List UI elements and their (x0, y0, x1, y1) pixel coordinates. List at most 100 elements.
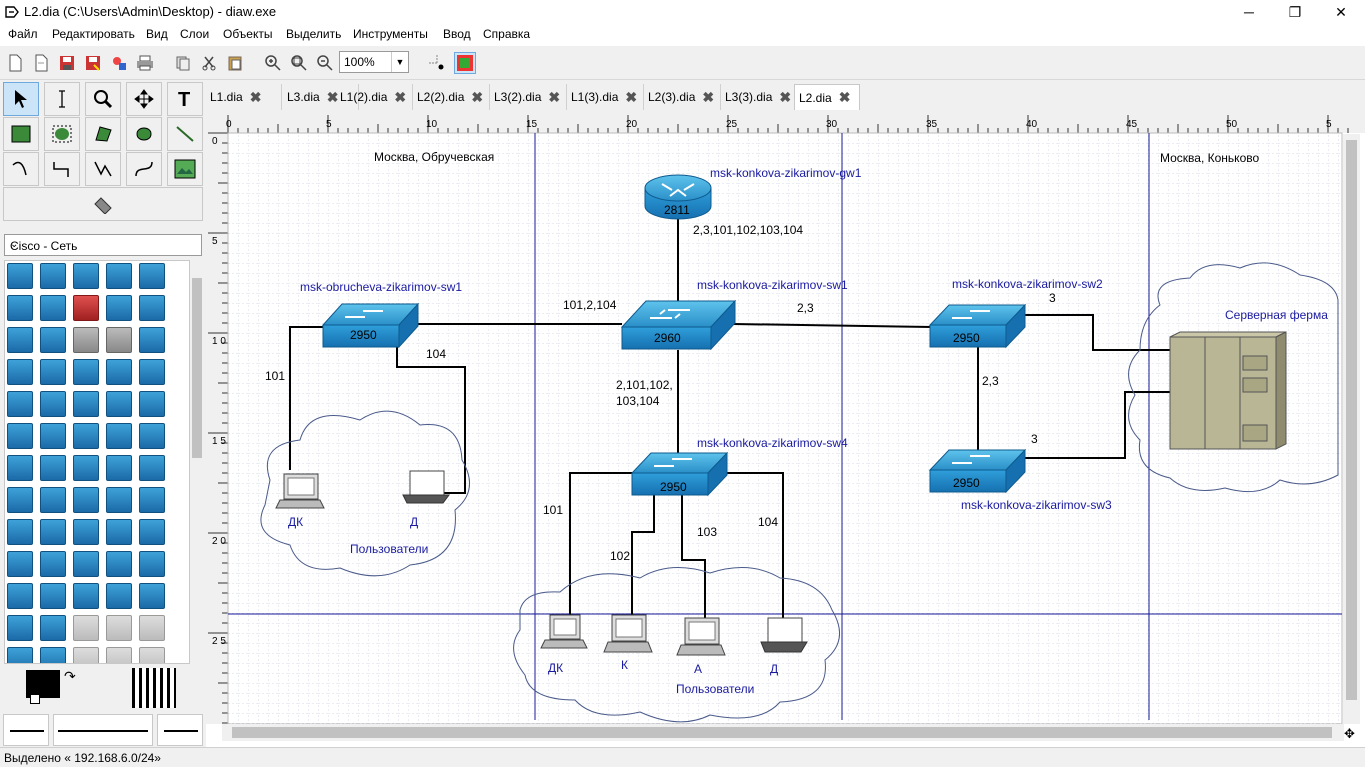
copy-icon[interactable] (172, 52, 194, 74)
palette-shape-icon[interactable] (7, 647, 33, 663)
pc-k[interactable] (603, 614, 653, 653)
zoom-fit-icon[interactable] (288, 52, 310, 74)
palette-shape-icon[interactable] (7, 519, 33, 545)
text-edit-tool[interactable] (44, 82, 80, 116)
menu-objects[interactable]: Объекты (223, 27, 273, 41)
close-tab-icon[interactable]: ✖ (249, 88, 262, 105)
switch-sw1[interactable]: 2960 (620, 299, 737, 351)
tab-l1[interactable]: L1.dia✖ (206, 84, 282, 110)
save-icon[interactable] (56, 52, 78, 74)
palette-shape-icon[interactable] (73, 359, 99, 385)
palette-shape-icon[interactable] (73, 391, 99, 417)
background-color[interactable] (30, 694, 40, 704)
beziergon-tool[interactable] (126, 117, 162, 151)
palette-shape-icon[interactable] (7, 615, 33, 641)
palette-shape-icon[interactable] (106, 615, 132, 641)
sheet-select[interactable]: Cisco - Сеть⌄ (4, 234, 202, 256)
print-icon[interactable] (134, 52, 156, 74)
palette-shape-icon[interactable] (7, 327, 33, 353)
new-diagram-icon[interactable] (30, 52, 52, 74)
tab-l3-2[interactable]: L3(2).dia✖ (490, 84, 567, 110)
tab-l1-2[interactable]: L1(2).dia✖ (336, 84, 413, 110)
palette-shape-icon[interactable] (139, 551, 165, 577)
palette-shape-icon[interactable] (106, 487, 132, 513)
polygon-tool[interactable] (85, 117, 121, 151)
switch-sw3[interactable]: 2950 (928, 448, 1027, 494)
palette-shape-icon[interactable] (139, 327, 165, 353)
close-tab-icon[interactable]: ✖ (326, 88, 339, 105)
line-tool[interactable] (167, 117, 203, 151)
palette-shape-icon[interactable] (73, 583, 99, 609)
zoom-out-icon[interactable] (314, 52, 336, 74)
tab-l3-3[interactable]: L3(3).dia✖ (721, 84, 798, 110)
palette-scrollbar[interactable] (190, 260, 204, 664)
swap-colors-icon[interactable]: ↷ (64, 668, 76, 684)
paste-icon[interactable] (224, 52, 246, 74)
tab-l2-2[interactable]: L2(2).dia✖ (413, 84, 490, 110)
menu-help[interactable]: Справка (483, 27, 531, 41)
palette-shape-icon[interactable] (139, 263, 165, 289)
menu-edit[interactable]: Редактировать (52, 27, 135, 41)
palette-shape-icon[interactable] (7, 487, 33, 513)
palette-shape-icon[interactable] (106, 583, 132, 609)
palette-shape-icon[interactable] (7, 359, 33, 385)
palette-shape-icon[interactable] (40, 583, 66, 609)
palette-shape-icon[interactable] (40, 551, 66, 577)
close-tab-icon[interactable]: ✖ (625, 88, 638, 105)
maximize-button[interactable]: ❐ (1288, 3, 1302, 20)
palette-shape-icon[interactable] (40, 391, 66, 417)
switch-obrucheva-sw1[interactable]: 2950 (321, 302, 420, 349)
diagram-canvas-area[interactable]: 0 5 10 15 20 25 30 35 40 45 50 5 0 5 1 0… (206, 110, 1365, 747)
zoom-select[interactable]: 100%▼ (339, 51, 409, 73)
close-tab-icon[interactable]: ✖ (838, 89, 851, 105)
palette-shape-icon[interactable] (106, 295, 132, 321)
palette-shape-icon[interactable] (40, 487, 66, 513)
arrow-end-select[interactable] (157, 714, 203, 746)
pc-dk-bottom[interactable] (540, 614, 588, 649)
tab-l2-3[interactable]: L2(3).dia✖ (644, 84, 721, 110)
palette-shape-icon[interactable] (40, 359, 66, 385)
zigzag-tool[interactable] (44, 152, 80, 186)
palette-shape-icon[interactable] (139, 487, 165, 513)
router-gw1[interactable]: 2811 (644, 174, 712, 220)
navigation-icon[interactable]: ✥ (1344, 726, 1355, 741)
palette-shape-icon[interactable] (139, 423, 165, 449)
palette-shape-icon[interactable] (7, 583, 33, 609)
palette-shape-icon[interactable] (7, 391, 33, 417)
palette-shape-icon[interactable] (73, 647, 99, 663)
close-button[interactable]: ✕ (1335, 3, 1347, 20)
bezierline-tool[interactable] (126, 152, 162, 186)
palette-shape-icon[interactable] (40, 615, 66, 641)
tab-l1-3[interactable]: L1(3).dia✖ (567, 84, 644, 110)
palette-shape-icon[interactable] (106, 359, 132, 385)
palette-shape-icon[interactable] (73, 615, 99, 641)
menu-input[interactable]: Ввод (443, 27, 471, 41)
export-icon[interactable] (108, 52, 130, 74)
switch-sw4[interactable]: 2950 (630, 451, 729, 497)
palette-shape-icon[interactable] (40, 455, 66, 481)
menu-tools[interactable]: Инструменты (353, 27, 428, 41)
scroll-tool[interactable] (126, 82, 162, 116)
palette-shape-icon[interactable] (73, 295, 99, 321)
palette-shape-icon[interactable] (139, 359, 165, 385)
laptop-d-bottom[interactable] (760, 617, 808, 653)
server-farm-icon[interactable] (1169, 331, 1287, 450)
box-tool[interactable] (3, 117, 39, 151)
menu-view[interactable]: Вид (146, 27, 168, 41)
palette-shape-icon[interactable] (106, 423, 132, 449)
image-tool[interactable] (167, 152, 203, 186)
palette-shape-icon[interactable] (139, 455, 165, 481)
palette-shape-icon[interactable] (139, 647, 165, 663)
laptop-d-left[interactable] (402, 470, 450, 504)
close-tab-icon[interactable]: ✖ (779, 88, 792, 105)
snap-to-grid-icon[interactable] (426, 52, 448, 74)
palette-shape-icon[interactable] (7, 455, 33, 481)
new-file-icon[interactable] (4, 52, 26, 74)
palette-shape-icon[interactable] (40, 423, 66, 449)
palette-shape-icon[interactable] (40, 263, 66, 289)
zoom-in-icon[interactable] (262, 52, 284, 74)
vertical-scrollbar[interactable] (1343, 134, 1360, 724)
palette-shape-icon[interactable] (106, 519, 132, 545)
close-tab-icon[interactable]: ✖ (471, 88, 484, 105)
horizontal-scrollbar[interactable] (222, 724, 1344, 741)
